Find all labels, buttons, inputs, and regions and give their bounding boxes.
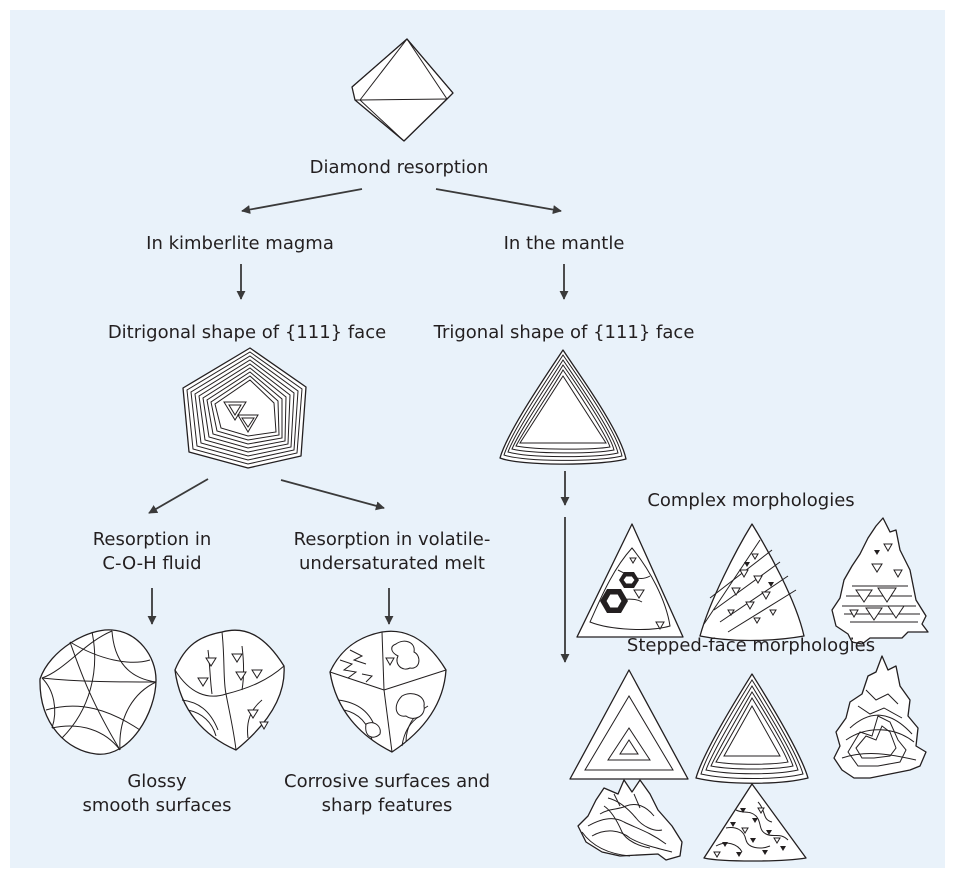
label-resorption-volatile-melt: Resorption in volatile- undersaturated m… bbox=[293, 529, 491, 574]
arrow-ditrigonal-to-fluid bbox=[148, 478, 209, 514]
label-stepped-face-morphologies: Stepped-face morphologies bbox=[626, 635, 876, 656]
arrow-root-to-kimberlite bbox=[241, 188, 363, 214]
glossy-trigon-crystal-icon bbox=[174, 629, 285, 751]
diagram-artwork bbox=[39, 38, 929, 862]
glossy-rounded-crystal-icon bbox=[39, 629, 157, 755]
complex-morphology-bands-icon bbox=[699, 523, 805, 642]
stepped-morphology-irregular-icon bbox=[577, 779, 683, 861]
label-diamond-resorption: Diamond resorption bbox=[309, 157, 489, 178]
arrow-ditrigonal-to-melt bbox=[280, 479, 385, 511]
stepped-morphology-nested-triangle-icon bbox=[569, 669, 689, 780]
complex-morphology-stepped-trigons-icon bbox=[831, 517, 929, 645]
trigonal-face-icon bbox=[499, 349, 627, 465]
label-complex-morphologies: Complex morphologies bbox=[647, 490, 855, 511]
label-in-kimberlite-magma: In kimberlite magma bbox=[146, 233, 334, 254]
label-trigonal-shape: Trigonal shape of {111} face bbox=[433, 322, 695, 343]
label-resorption-coh-fluid: Resorption in C-O-H fluid bbox=[92, 529, 212, 574]
label-ditrigonal-shape: Ditrigonal shape of {111} face bbox=[107, 322, 387, 343]
arrow-root-to-mantle bbox=[435, 188, 562, 215]
label-corrosive-surfaces: Corrosive surfaces and sharp features bbox=[284, 771, 490, 816]
label-glossy-smooth-surfaces: Glossy smooth surfaces bbox=[82, 771, 232, 816]
complex-morphology-hexagon-icon bbox=[576, 523, 684, 638]
octahedron-icon bbox=[351, 38, 454, 142]
stepped-morphology-jagged-icon bbox=[833, 655, 927, 779]
flow-arrows bbox=[147, 188, 570, 663]
corrosive-crystal-icon bbox=[329, 630, 447, 753]
diagram-panel: Diamond resorption In kimberlite magma I… bbox=[10, 10, 945, 868]
ditrigonal-face-icon bbox=[182, 347, 307, 469]
stepped-morphology-rounded-triangle-icon bbox=[695, 673, 809, 784]
stepped-morphology-etched-triangle-icon bbox=[703, 783, 807, 862]
label-in-the-mantle: In the mantle bbox=[503, 233, 625, 254]
